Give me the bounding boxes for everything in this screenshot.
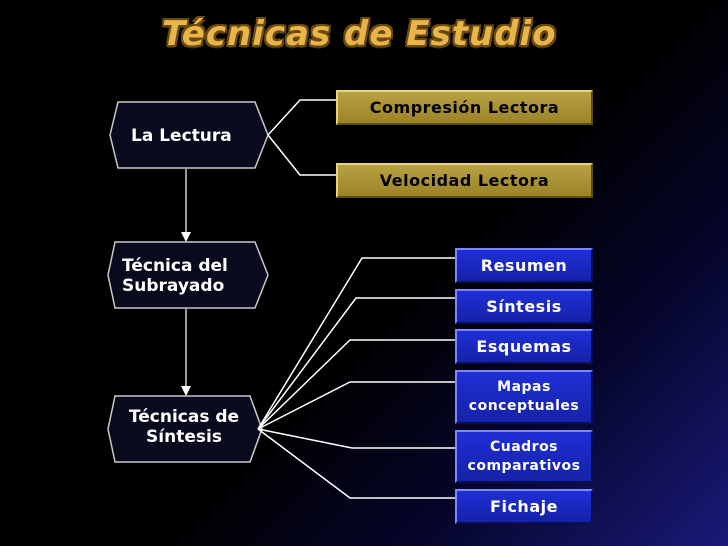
page-title: Técnicas de Estudio <box>162 14 557 54</box>
branch-lectura-1 <box>267 99 336 136</box>
box-mapas-conceptuales: Mapas conceptuales <box>455 370 593 424</box>
node-shape-sintesis <box>107 395 263 463</box>
box-esquemas: Esquemas <box>455 329 593 364</box>
node-label-lectura: La Lectura <box>131 126 232 146</box>
branch-sintesis-3 <box>257 339 455 430</box>
branch-sintesis-2 <box>257 297 455 430</box>
branch-sintesis-5 <box>257 428 455 449</box>
branch-sintesis-1 <box>257 257 455 430</box>
node-shape-lectura <box>109 101 269 169</box>
node-shape-subrayado <box>107 241 269 309</box>
branch-sintesis-6 <box>257 428 455 499</box>
box-resumen: Resumen <box>455 248 593 283</box>
branch-sintesis-4 <box>257 381 455 430</box>
box-fichaje: Fichaje <box>455 489 593 524</box>
node-label-sintesis: Técnicas de Síntesis <box>128 407 240 447</box>
arrowhead-subrayado <box>181 232 191 242</box>
box-velocidad-lectora: Velocidad Lectora <box>336 163 593 198</box>
node-label-subrayado: Técnica del Subrayado <box>122 256 228 296</box>
arrowhead-sintesis <box>181 386 191 396</box>
box-cuadros-comparativos: Cuadros comparativos <box>455 430 593 483</box>
box-compresion-lectora: Compresión Lectora <box>336 90 593 125</box>
box-sintesis: Síntesis <box>455 289 593 324</box>
branch-lectura-2 <box>267 134 336 176</box>
